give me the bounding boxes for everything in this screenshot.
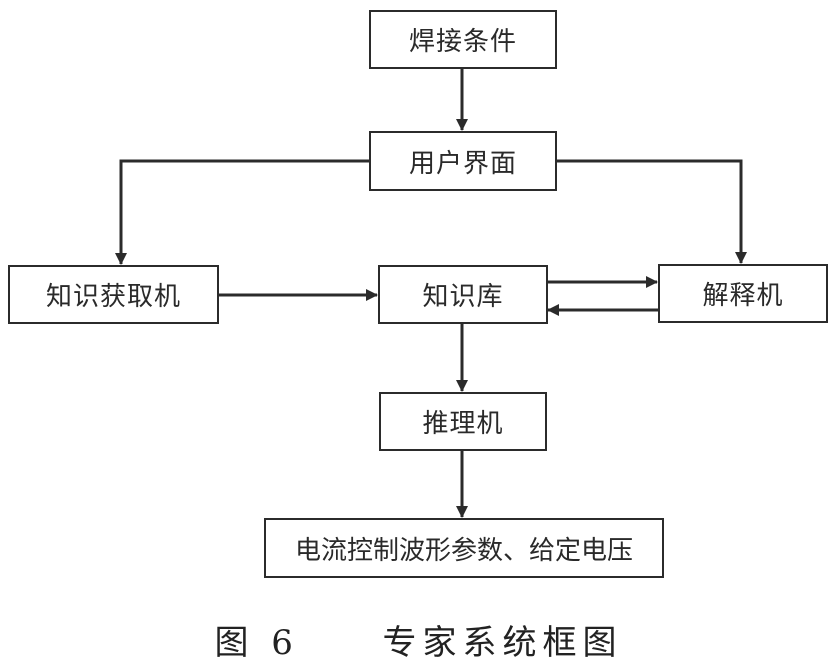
node-output: 电流控制波形参数、给定电压 <box>264 518 664 578</box>
figure-number: 图 6 <box>214 623 299 663</box>
node-user-interface: 用户界面 <box>369 131 557 191</box>
node-explanation-engine: 解释机 <box>658 264 828 323</box>
node-welding-conditions: 焊接条件 <box>369 10 557 69</box>
node-inference-engine: 推理机 <box>379 392 547 451</box>
node-knowledge-acquisition: 知识获取机 <box>8 265 219 324</box>
figure-caption: 图 6 专家系统框图 <box>0 615 837 664</box>
node-label: 电流控制波形参数、给定电压 <box>294 535 633 566</box>
node-label: 解释机 <box>702 281 784 311</box>
edge-ui-to-acquisition <box>115 159 369 265</box>
node-knowledge-base: 知识库 <box>378 265 548 324</box>
figure-title: 专家系统框图 <box>382 623 623 663</box>
node-label: 用户界面 <box>408 148 517 179</box>
node-label: 知识获取机 <box>45 282 181 312</box>
edge-ui-to-explanation <box>556 159 747 264</box>
node-label: 焊接条件 <box>408 27 517 57</box>
node-label: 知识库 <box>422 282 504 312</box>
node-label: 推理机 <box>422 409 504 439</box>
